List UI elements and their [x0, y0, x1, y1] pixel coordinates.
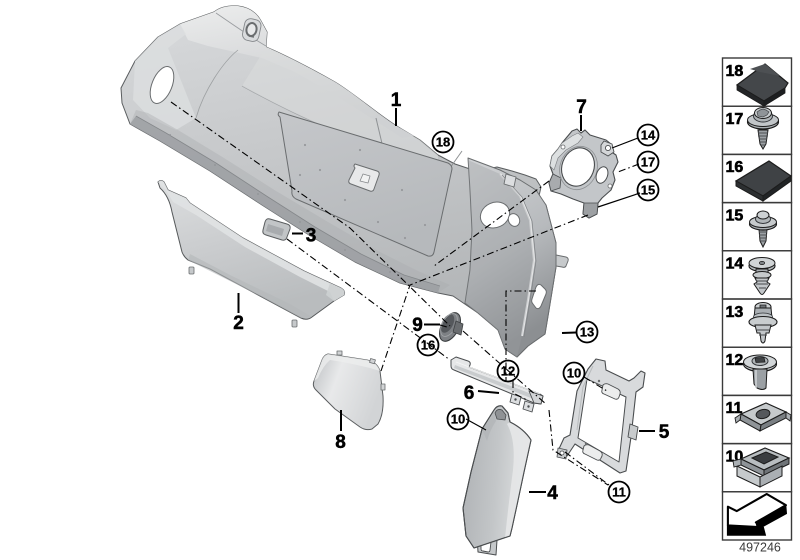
svg-text:2: 2 [233, 313, 244, 334]
svg-text:15: 15 [726, 207, 744, 224]
svg-text:6: 6 [464, 383, 475, 404]
svg-text:9: 9 [412, 315, 423, 336]
svg-text:497246: 497246 [739, 541, 781, 555]
svg-text:14: 14 [726, 256, 744, 273]
svg-text:10: 10 [451, 412, 465, 427]
svg-text:12: 12 [726, 352, 744, 369]
svg-text:18: 18 [726, 63, 744, 80]
svg-text:11: 11 [612, 485, 626, 500]
svg-text:8: 8 [335, 432, 346, 453]
svg-text:17: 17 [726, 111, 744, 128]
svg-text:16: 16 [421, 338, 435, 353]
svg-text:11: 11 [726, 400, 743, 417]
svg-text:7: 7 [576, 97, 587, 118]
svg-text:10: 10 [567, 366, 581, 381]
svg-text:13: 13 [726, 304, 744, 321]
svg-text:12: 12 [501, 364, 515, 379]
svg-text:18: 18 [436, 135, 450, 150]
svg-text:4: 4 [547, 483, 558, 504]
svg-text:3: 3 [306, 226, 317, 247]
svg-text:17: 17 [641, 155, 655, 170]
svg-text:5: 5 [659, 422, 670, 443]
svg-text:1: 1 [391, 90, 402, 111]
svg-text:14: 14 [641, 128, 656, 143]
svg-text:13: 13 [580, 325, 594, 340]
svg-text:16: 16 [726, 159, 744, 176]
svg-text:15: 15 [641, 183, 655, 198]
